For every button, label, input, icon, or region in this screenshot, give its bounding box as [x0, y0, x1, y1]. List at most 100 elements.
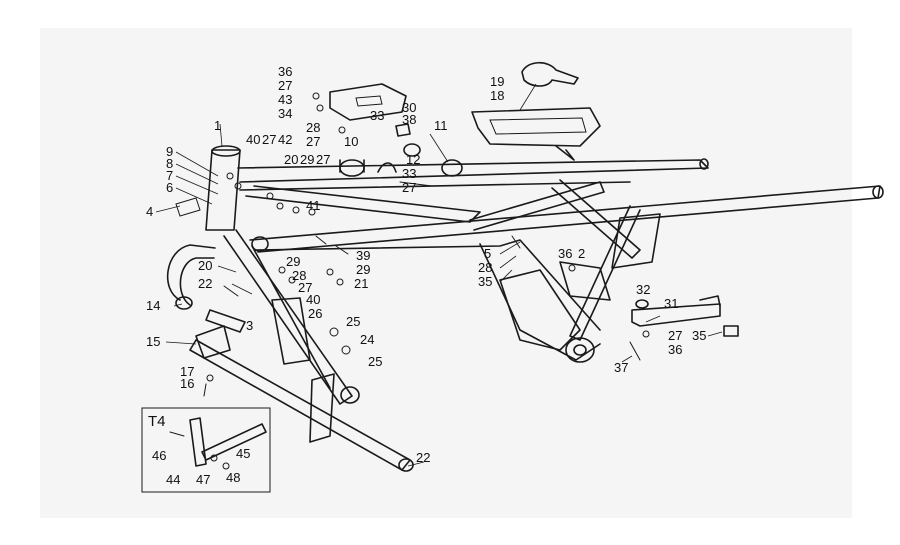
rubber-mount-11: [441, 159, 463, 177]
pivot-boss-lower: [340, 386, 360, 404]
rear-rail-end: [872, 185, 884, 199]
battery-tray-tab: [555, 145, 575, 161]
callout-28-lower: 28: [292, 268, 306, 283]
crash-bar-assembly: [166, 244, 414, 472]
callout-47: 47: [196, 472, 210, 487]
nut-32: [635, 299, 649, 309]
callout-27-lower: 27: [298, 280, 312, 295]
callout-28-top: 28: [306, 120, 320, 135]
callout-42: 42: [278, 132, 292, 147]
callout-20-lower: 20: [198, 258, 212, 273]
callout-22-lower: 22: [416, 450, 430, 465]
callout-26: 26: [308, 306, 322, 321]
callout-numbers: 1 9 8 7 6 4 40 27 42 36 27 43 34 28 27 3…: [146, 64, 706, 487]
main-frame: [205, 145, 884, 443]
callout-27-mid: 27: [306, 134, 320, 149]
inset-plate-44: [189, 417, 207, 467]
callout-7: 7: [166, 168, 173, 183]
inset-title: T4: [148, 413, 166, 430]
battery-strap: [521, 61, 579, 87]
battery-tray-inner: [489, 117, 587, 135]
callout-36-top: 36: [278, 64, 292, 79]
callout-33-mid: 33: [402, 166, 416, 181]
upper-top-tube: [237, 159, 709, 183]
callout-29-lower: 29: [286, 254, 300, 269]
callout-21: 21: [354, 276, 368, 291]
crash-bar-upper-inner: [179, 257, 215, 306]
rear-bracket-block: [559, 261, 611, 301]
lower-bar-mount-plate: [195, 325, 231, 359]
top-bracket: [329, 83, 407, 121]
rear-gusset-plate: [611, 213, 661, 269]
callout-33-top: 33: [370, 108, 384, 123]
callout-35-rear: 35: [692, 328, 706, 343]
pivot-boss-front: [251, 236, 269, 252]
swingarm-cradle: [479, 243, 601, 361]
callout-27-upper: 27: [262, 132, 276, 147]
callout-36-center: 36: [558, 246, 572, 261]
callout-39: 39: [356, 248, 370, 263]
callout-10: 10: [344, 134, 358, 149]
callout-15: 15: [146, 334, 160, 349]
steering-head-top: [211, 145, 241, 157]
callout-34: 34: [278, 106, 292, 121]
washer-38: [395, 123, 411, 137]
clip-33: [377, 162, 397, 173]
callout-17: 17: [180, 364, 194, 379]
inset-t4: T4: [141, 407, 271, 493]
lower-mount-bracket: [309, 373, 335, 443]
callout-22-upper: 22: [198, 276, 212, 291]
inset-border: [141, 407, 271, 493]
front-down-tube-inner: [251, 245, 331, 389]
callout-8: 8: [166, 156, 173, 171]
lower-rail: [249, 185, 881, 253]
engine-mount-bracket: [271, 297, 311, 365]
callout-37: 37: [614, 360, 628, 375]
swingarm-pivot-bore: [573, 344, 587, 356]
callout-28-center: 28: [478, 260, 492, 275]
callout-41: 41: [306, 198, 320, 213]
rubber-mount-12: [403, 143, 421, 157]
callout-5: 5: [484, 246, 491, 261]
callout-27-right: 27: [402, 180, 416, 195]
battery-tray: [471, 107, 601, 147]
callout-40-upper: 40: [246, 132, 260, 147]
callout-24: 24: [360, 332, 374, 347]
callout-30: 30: [402, 100, 416, 115]
callout-27-40: 40: [306, 292, 320, 307]
rear-plate: [499, 269, 581, 351]
callout-27-rear: 27: [668, 328, 682, 343]
upper-rail-end: [699, 158, 709, 170]
callout-36-rear: 36: [668, 342, 682, 357]
callout-38: 38: [402, 112, 416, 127]
top-bracket-assembly: [329, 83, 463, 177]
callout-3: 3: [246, 318, 253, 333]
callout-9: 9: [166, 144, 173, 159]
callout-25-upper: 25: [346, 314, 360, 329]
central-rail: [255, 239, 601, 331]
callout-18: 18: [490, 88, 504, 103]
callout-31: 31: [664, 296, 678, 311]
upper-rail-a: [239, 181, 631, 191]
inset-washer-47: [210, 454, 218, 462]
diagonal-brace-b: [469, 181, 605, 231]
callout-6: 6: [166, 180, 173, 195]
callout-11: 11: [434, 118, 448, 133]
crash-bar-end: [175, 296, 193, 310]
rear-bracket-31: [631, 303, 721, 327]
callout-46: 46: [152, 448, 166, 463]
mount-plate-3: [205, 309, 246, 333]
top-bracket-slot: [355, 95, 383, 107]
callout-1: 1: [214, 118, 221, 133]
callout-19: 19: [490, 74, 504, 89]
steering-head-tube: [205, 149, 241, 231]
inset-nut-48: [222, 462, 230, 470]
callout-2: 2: [578, 246, 585, 261]
rear-bracket-assembly: [629, 295, 739, 361]
callout-44: 44: [166, 472, 180, 487]
callout-12: 12: [406, 152, 420, 167]
rubber-mount-10: [339, 159, 365, 177]
front-down-tube: [223, 229, 353, 405]
